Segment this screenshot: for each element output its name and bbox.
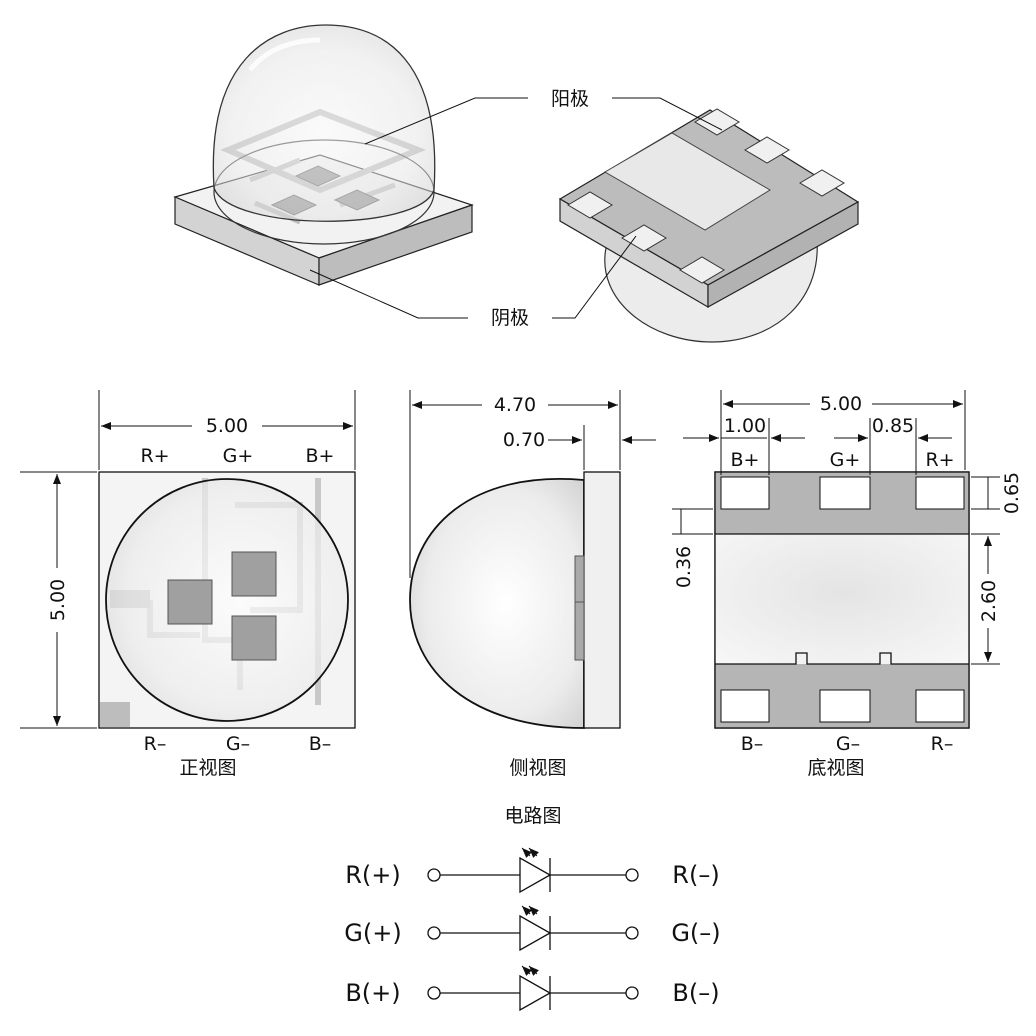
iso-bottom-view <box>558 108 860 343</box>
circuit-r-plus-label: R(+) <box>345 861 401 889</box>
pad-width-dim: 1.00 <box>724 415 766 437</box>
circuit-row-b: B(+) B(–) <box>345 965 720 1012</box>
chip-blue <box>231 615 277 661</box>
circuit-b-minus-label: B(–) <box>672 979 719 1007</box>
pad-b-minus <box>720 689 770 723</box>
side-base-dim: 0.70 <box>503 429 545 451</box>
front-bottom-label-1: R– <box>144 733 167 755</box>
side-length-dim: 4.70 <box>494 394 536 416</box>
pad-g-minus <box>819 689 871 723</box>
circuit-row-g: G(+) G(–) <box>344 905 721 952</box>
front-bottom-label-3: B– <box>309 733 332 755</box>
pad-gap-dim: 0.85 <box>872 415 914 437</box>
bottom-bottom-label-3: R– <box>931 733 954 755</box>
bottom-bottom-label-1: B– <box>741 733 764 755</box>
circuit-diagram: 电路图 R(+) R(–) G(+) G(–) B(+) <box>344 805 721 1012</box>
pad-r-plus <box>915 476 965 510</box>
front-width-dim: 5.00 <box>206 415 248 437</box>
cathode-callout: 阴极 <box>309 235 637 329</box>
bottom-view-caption: 底视图 <box>807 757 864 779</box>
side-view: 4.70 0.70 侧视图 <box>409 390 656 779</box>
circuit-r-minus-label: R(–) <box>672 861 719 889</box>
circuit-row-r: R(+) R(–) <box>345 847 720 894</box>
pad-r-minus <box>915 689 965 723</box>
chip-green <box>231 551 277 597</box>
side-view-caption: 侧视图 <box>509 757 566 779</box>
circuit-g-plus-label: G(+) <box>344 919 401 947</box>
bottom-top-label-3: R+ <box>925 449 954 471</box>
anode-callout: 阳极 <box>364 88 723 145</box>
bottom-top-label-2: G+ <box>830 449 861 471</box>
pad-g-plus <box>819 476 871 510</box>
iso-top-view <box>173 24 474 286</box>
bottom-width-dim: 5.00 <box>820 393 862 415</box>
pad-offset-dim: 0.36 <box>673 546 695 588</box>
anode-label: 阳极 <box>551 88 589 110</box>
pad-b-plus <box>720 476 770 510</box>
front-top-label-1: R+ <box>140 445 169 467</box>
chip-red <box>167 579 213 625</box>
center-dim: 2.60 <box>978 580 1000 622</box>
front-view-caption: 正视图 <box>179 757 236 779</box>
front-view: 5.00 5.00 R+ G+ B+ R– G– B– 正视图 <box>20 390 356 779</box>
front-top-label-3: B+ <box>306 445 335 467</box>
circuit-b-plus-label: B(+) <box>345 979 400 1007</box>
bottom-view: 5.00 1.00 0.85 B+ G+ R+ 0.65 2.60 0.36 B… <box>672 390 1023 779</box>
pad-height-dim: 0.65 <box>1001 472 1023 514</box>
front-height-dim: 5.00 <box>47 579 69 621</box>
cathode-label: 阴极 <box>491 307 529 329</box>
bottom-bottom-label-2: G– <box>836 733 860 755</box>
front-top-label-2: G+ <box>223 445 254 467</box>
circuit-title: 电路图 <box>504 805 561 827</box>
front-bottom-label-2: G– <box>226 733 250 755</box>
circuit-g-minus-label: G(–) <box>671 919 720 947</box>
bottom-top-label-1: B+ <box>731 449 760 471</box>
